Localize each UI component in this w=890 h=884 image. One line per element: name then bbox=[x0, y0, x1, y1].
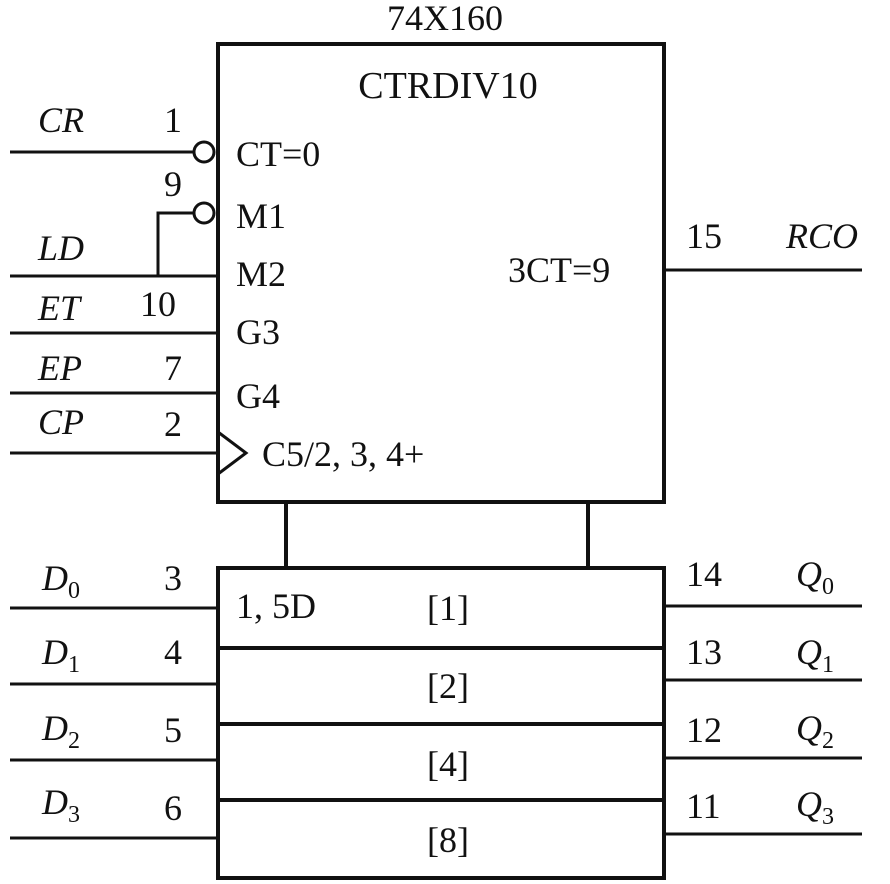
cp-pin: 2 bbox=[164, 404, 182, 444]
weight-3: [8] bbox=[427, 820, 469, 860]
bit-row-3: D3 6 [8] 11 Q3 bbox=[10, 782, 862, 860]
q0-pin: 14 bbox=[686, 554, 722, 594]
d3-pin: 6 bbox=[164, 788, 182, 828]
d3-name: D3 bbox=[41, 782, 80, 828]
q1-pin: 13 bbox=[686, 632, 722, 672]
q3-name: Q3 bbox=[796, 784, 834, 830]
ep-pin: 7 bbox=[164, 348, 182, 388]
cr-name: CR bbox=[38, 100, 84, 140]
d0-name: D0 bbox=[41, 558, 80, 604]
cr-label: CT=0 bbox=[236, 134, 320, 174]
ld-name: LD bbox=[37, 228, 84, 268]
ld-label: M2 bbox=[236, 254, 286, 294]
d2-name: D2 bbox=[41, 708, 80, 754]
cr-pin: 1 bbox=[164, 100, 182, 140]
et-pin: 10 bbox=[140, 284, 176, 324]
m1-pin: 9 bbox=[164, 164, 182, 204]
bit-box-1 bbox=[216, 646, 666, 726]
bit-row-0: D0 3 [1] 14 Q0 bbox=[10, 554, 862, 628]
input-et: ET 10 G3 bbox=[10, 284, 280, 352]
m1-label: M1 bbox=[236, 196, 286, 236]
bit-row-2: D2 5 [4] 12 Q2 bbox=[10, 708, 862, 784]
q3-pin: 11 bbox=[686, 786, 721, 826]
input-cr: CR 1 CT=0 bbox=[10, 100, 320, 174]
output-rco: 3CT=9 15 RCO bbox=[508, 216, 862, 290]
d2-pin: 5 bbox=[164, 710, 182, 750]
input-ep: EP 7 G4 bbox=[10, 348, 280, 416]
et-name: ET bbox=[37, 288, 83, 328]
q1-name: Q1 bbox=[796, 632, 834, 678]
d0-pin: 3 bbox=[164, 558, 182, 598]
data-section: 1, 5D bbox=[216, 566, 666, 880]
ep-label: G4 bbox=[236, 376, 280, 416]
m1-inversion-bubble bbox=[192, 201, 216, 225]
rco-pin: 15 bbox=[686, 216, 722, 256]
cp-name: CP bbox=[38, 402, 84, 442]
control-block bbox=[216, 42, 666, 504]
m1-line bbox=[156, 211, 194, 276]
input-m1: 9 M1 bbox=[156, 164, 286, 276]
bit-box-0 bbox=[216, 566, 666, 650]
weight-0: [1] bbox=[427, 588, 469, 628]
bit-box-2 bbox=[216, 722, 666, 802]
q2-name: Q2 bbox=[796, 708, 834, 754]
input-cp: CP 2 C5/2, 3, 4+ bbox=[10, 402, 424, 476]
ep-name: EP bbox=[37, 348, 82, 388]
rco-label: 3CT=9 bbox=[508, 250, 610, 290]
q0-name: Q0 bbox=[796, 554, 834, 600]
et-label: G3 bbox=[236, 312, 280, 352]
q2-pin: 12 bbox=[686, 710, 722, 750]
cr-inversion-bubble bbox=[192, 140, 216, 164]
d1-pin: 4 bbox=[164, 632, 182, 672]
function-label: CTRDIV10 bbox=[358, 65, 537, 107]
rco-name: RCO bbox=[785, 216, 858, 256]
part-number: 74X160 bbox=[387, 0, 503, 38]
d1-name: D1 bbox=[41, 632, 80, 678]
weight-2: [4] bbox=[427, 744, 469, 784]
data-section-label: 1, 5D bbox=[236, 586, 316, 626]
clock-triangle-icon bbox=[217, 430, 249, 476]
weight-1: [2] bbox=[427, 666, 469, 706]
bit-row-1: D1 4 [2] 13 Q1 bbox=[10, 632, 862, 706]
input-ld: LD M2 bbox=[10, 228, 286, 294]
cp-label: C5/2, 3, 4+ bbox=[262, 434, 424, 474]
